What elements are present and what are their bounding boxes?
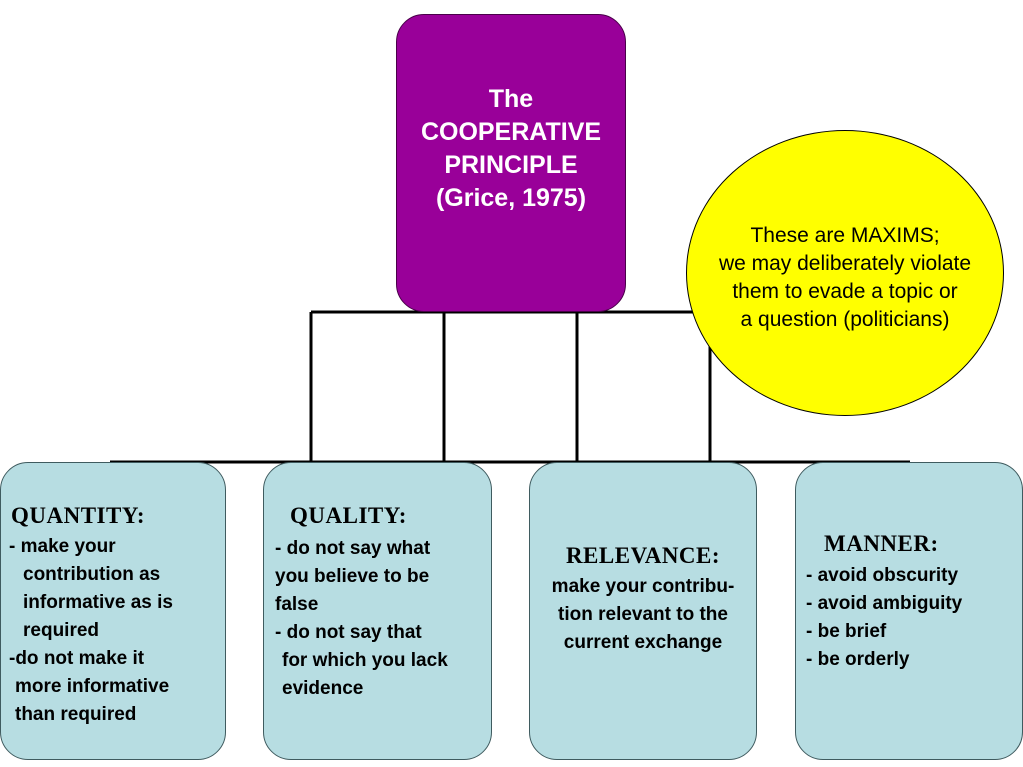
root-line-1: The bbox=[488, 85, 534, 113]
quantity-title: QUANTITY: bbox=[11, 503, 146, 528]
relevance-line-1: make your contribu- bbox=[551, 576, 735, 597]
note-line-4: a question (politicians) bbox=[740, 308, 950, 331]
quantity-line-1: - make your bbox=[9, 536, 116, 557]
root-line-2: COOPERATIVE bbox=[420, 118, 602, 146]
quantity-line-7: than required bbox=[15, 704, 137, 725]
maxims-note-ellipse: These are MAXIMS; we may deliberately vi… bbox=[686, 130, 1004, 416]
quality-line-1: - do not say what bbox=[275, 538, 431, 559]
root-line-4: (Grice, 1975) bbox=[435, 184, 587, 212]
quality-title: QUALITY: bbox=[290, 503, 407, 528]
relevance-title: RELEVANCE: bbox=[565, 543, 721, 568]
quantity-line-4: required bbox=[23, 620, 100, 641]
cooperative-principle-box: The COOPERATIVE PRINCIPLE (Grice, 1975) bbox=[396, 14, 626, 312]
manner-line-4: - be orderly bbox=[806, 649, 910, 670]
root-line-3: PRINCIPLE bbox=[444, 151, 578, 179]
manner-title: MANNER: bbox=[824, 531, 939, 556]
manner-line-2: - avoid ambiguity bbox=[806, 593, 963, 614]
quantity-line-3: informative as is bbox=[23, 592, 173, 613]
quality-line-3: false bbox=[275, 594, 319, 615]
relevance-line-2: tion relevant to the bbox=[558, 604, 728, 625]
quality-line-4: - do not say that bbox=[275, 622, 422, 643]
note-line-1: These are MAXIMS; bbox=[750, 224, 940, 247]
quality-line-2: you believe to be bbox=[275, 566, 430, 587]
manner-line-1: - avoid obscurity bbox=[806, 565, 959, 586]
quantity-line-2: contribution as bbox=[23, 564, 161, 585]
manner-line-3: - be brief bbox=[806, 621, 887, 642]
quantity-maxim-box: QUANTITY: - make your contribution as in… bbox=[0, 462, 226, 760]
manner-maxim-box: MANNER: - avoid obscurity - avoid ambigu… bbox=[795, 462, 1023, 760]
note-line-3: them to evade a topic or bbox=[732, 280, 958, 303]
quantity-line-6: more informative bbox=[15, 676, 170, 697]
relevance-line-3: current exchange bbox=[563, 632, 723, 653]
quality-line-6: evidence bbox=[282, 678, 364, 699]
quality-line-5: for which you lack bbox=[282, 650, 448, 671]
quality-maxim-box: QUALITY: - do not say what you believe t… bbox=[263, 462, 492, 760]
relevance-maxim-box: RELEVANCE: make your contribu- tion rele… bbox=[529, 462, 757, 760]
note-line-2: we may deliberately violate bbox=[718, 252, 972, 275]
quantity-line-5: -do not make it bbox=[9, 648, 145, 669]
